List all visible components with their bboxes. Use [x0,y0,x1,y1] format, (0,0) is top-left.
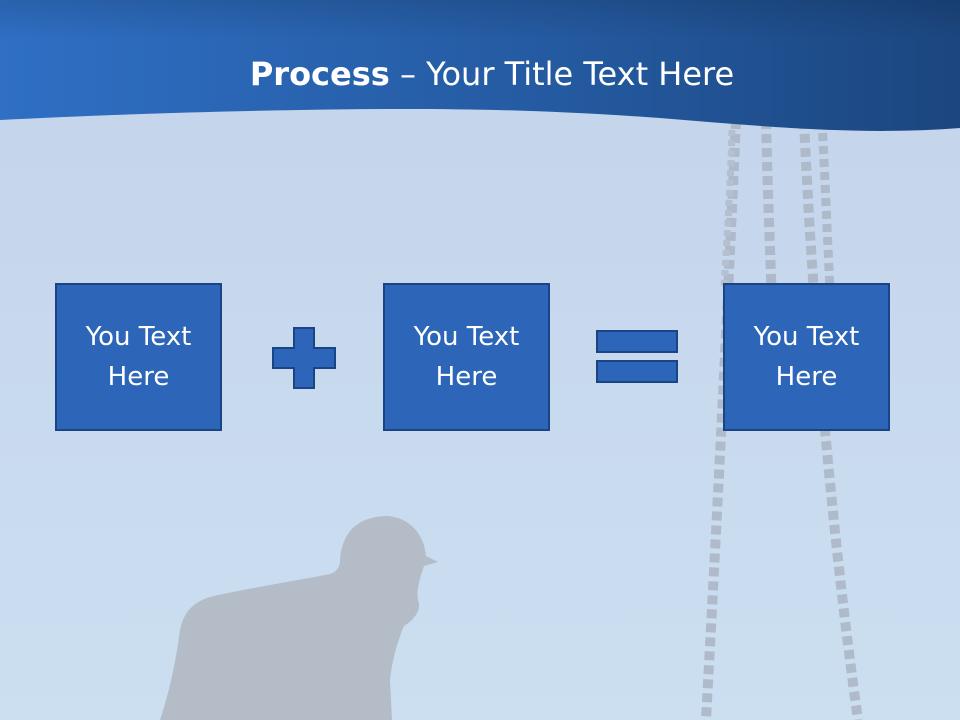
slide-title: Process – Your Title Text Here [0,52,960,96]
text-box-1[interactable]: You Text Here [55,283,222,431]
worker-silhouette [160,516,438,720]
equals-sign [596,330,678,383]
text-box-2-label: You Text Here [413,322,520,392]
hanging-chains [701,119,863,720]
text-box-1-label: You Text Here [85,322,192,392]
text-box-3-label: You Text Here [753,322,860,392]
text-box-3[interactable]: You Text Here [723,283,890,431]
plus-sign [272,327,336,389]
title-rest: – Your Title Text Here [389,55,735,93]
text-box-2[interactable]: You Text Here [383,283,550,431]
title-bold: Process [249,55,390,93]
